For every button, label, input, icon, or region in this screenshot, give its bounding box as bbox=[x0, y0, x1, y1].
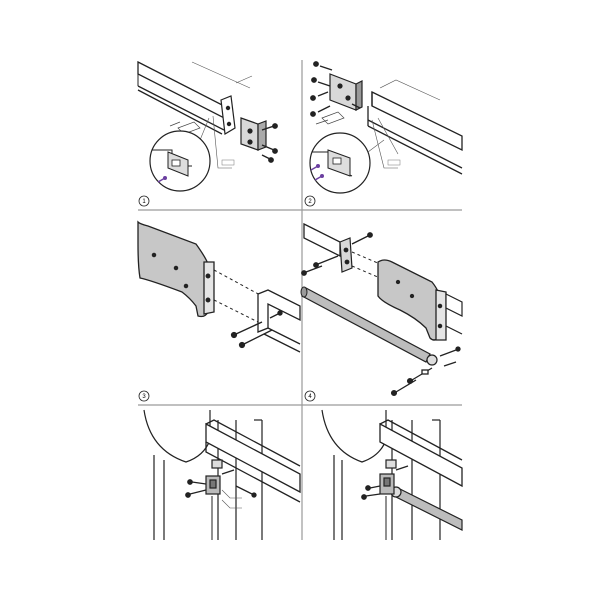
step-number-4: 4 bbox=[308, 394, 312, 400]
screw-set bbox=[310, 61, 361, 117]
step-number-1: 1 bbox=[142, 199, 146, 205]
screw-set bbox=[301, 232, 373, 276]
coupling-bracket bbox=[240, 117, 267, 151]
step-5-panel bbox=[143, 409, 301, 540]
part-label-box bbox=[387, 159, 401, 166]
screw-set bbox=[230, 310, 283, 349]
rail-beam-end bbox=[445, 293, 463, 335]
step-marker-1: 1 bbox=[138, 195, 150, 207]
part-label-box bbox=[221, 159, 235, 166]
screw-set bbox=[361, 465, 409, 500]
part-leader bbox=[371, 117, 399, 169]
step-marker-4: 4 bbox=[304, 390, 316, 402]
step-number-3: 3 bbox=[142, 394, 146, 400]
support-bracket bbox=[205, 459, 223, 495]
panel-grid bbox=[138, 60, 462, 540]
end-cap-plate bbox=[377, 259, 447, 341]
front-rail bbox=[379, 419, 463, 488]
roller-tube bbox=[300, 286, 438, 366]
rail-beam bbox=[367, 90, 463, 175]
step-3-panel: 3 bbox=[137, 220, 301, 402]
step-number-2: 2 bbox=[308, 199, 312, 205]
roller-end-fittings bbox=[390, 346, 461, 397]
step-marker-2: 2 bbox=[304, 195, 316, 207]
detail-callout bbox=[149, 130, 211, 192]
small-part-tag bbox=[315, 111, 345, 125]
awning-fabric bbox=[143, 409, 211, 463]
assembly-guide-lines bbox=[213, 269, 263, 323]
detail-callout bbox=[309, 132, 371, 194]
rail-beam bbox=[303, 222, 341, 258]
rail-beam bbox=[257, 289, 301, 353]
step-marker-3: 3 bbox=[138, 390, 150, 402]
end-bracket bbox=[220, 95, 236, 135]
screw-set bbox=[261, 123, 278, 163]
part-leader bbox=[221, 489, 242, 509]
dimension-line bbox=[379, 79, 441, 101]
awning-fabric bbox=[321, 409, 387, 463]
coupling-bracket bbox=[329, 73, 363, 111]
support-bracket bbox=[379, 459, 397, 495]
step-4-panel: 4 bbox=[300, 222, 463, 402]
step-1-panel: 1 bbox=[137, 60, 278, 207]
step-2-panel: 2 bbox=[304, 61, 463, 207]
roller-tube bbox=[390, 486, 463, 531]
assembly-guide-lines bbox=[351, 251, 381, 279]
end-cap-plate bbox=[137, 220, 215, 318]
step-6-panel bbox=[321, 409, 463, 540]
coupling-bracket bbox=[339, 237, 353, 273]
dimension-line bbox=[191, 61, 253, 89]
front-rail bbox=[205, 419, 301, 503]
screw-set bbox=[185, 469, 257, 498]
rail-beam bbox=[137, 60, 233, 135]
